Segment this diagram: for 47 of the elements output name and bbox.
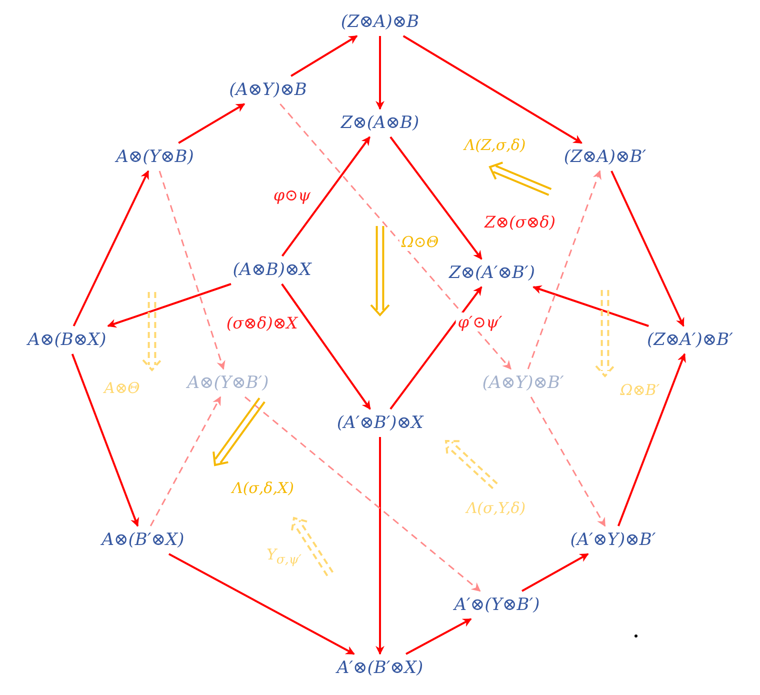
arrow bbox=[281, 136, 371, 257]
arrow bbox=[107, 283, 232, 328]
arrow bbox=[406, 618, 472, 655]
edge-label: φ′⊙ψ′ bbox=[456, 312, 504, 332]
arrow bbox=[390, 286, 482, 410]
dashed-arrow bbox=[280, 104, 512, 370]
math-expression: A⊗(B′⊗X) bbox=[100, 529, 186, 551]
dashed-arrow bbox=[530, 396, 606, 527]
cell-label: Λ(σ,Y,δ) bbox=[464, 499, 528, 517]
arrow bbox=[402, 35, 582, 144]
math-expression: A′⊗(Y⊗B′) bbox=[452, 594, 542, 616]
cell-label: Υ$_{σ,ψ′}$ bbox=[264, 546, 304, 566]
cell-label: Ω⊙Θ bbox=[399, 233, 441, 251]
arrow bbox=[376, 437, 384, 655]
arrow bbox=[532, 285, 649, 327]
arrow bbox=[290, 35, 358, 77]
arrow bbox=[72, 170, 150, 326]
math-expression: A′⊗(B′⊗X) bbox=[334, 657, 426, 679]
math-expression: Z⊗(A⊗B) bbox=[338, 112, 422, 134]
math-expression: (A⊗Y)⊗B bbox=[227, 79, 309, 101]
dashed-arrow bbox=[150, 396, 222, 526]
math-expression: A⊗(Y⊗B′) bbox=[185, 372, 271, 394]
dashed-arrow bbox=[244, 396, 481, 592]
math-expression: Z⊗(A′⊗B′) bbox=[446, 262, 538, 284]
math-expression: (Z⊗A′)⊗B′ bbox=[644, 329, 736, 351]
arrow bbox=[617, 353, 686, 526]
dashed-arrow bbox=[527, 170, 602, 370]
arrow bbox=[610, 170, 684, 327]
edge-label: Z⊗(σ⊗δ) bbox=[482, 212, 558, 232]
arrow bbox=[168, 553, 355, 655]
arrow bbox=[522, 553, 589, 592]
math-expression: (A⊗Y)⊗B′ bbox=[480, 372, 566, 394]
dashed-arrow bbox=[158, 170, 226, 370]
edge-label: (σ⊗δ)⊗X bbox=[224, 314, 300, 332]
math-expression: (Z⊗A)⊗B bbox=[338, 11, 422, 33]
arrow bbox=[390, 136, 482, 260]
math-expression: (A′⊗B′)⊗X bbox=[334, 412, 426, 434]
math-expression: A⊗(B⊗X) bbox=[26, 329, 108, 351]
cell-label: Λ(Z,σ,δ) bbox=[462, 136, 528, 154]
arrow bbox=[376, 36, 384, 110]
arrow bbox=[281, 283, 371, 410]
math-expression: (Z⊗A)⊗B′ bbox=[562, 146, 648, 168]
math-expression: A⊗(Y⊗B) bbox=[114, 146, 196, 168]
arrow bbox=[178, 103, 246, 144]
arrow bbox=[71, 354, 139, 527]
math-expression: (A⊗B)⊗X bbox=[230, 259, 314, 281]
math-expression: (A′⊗Y)⊗B′ bbox=[568, 529, 658, 551]
